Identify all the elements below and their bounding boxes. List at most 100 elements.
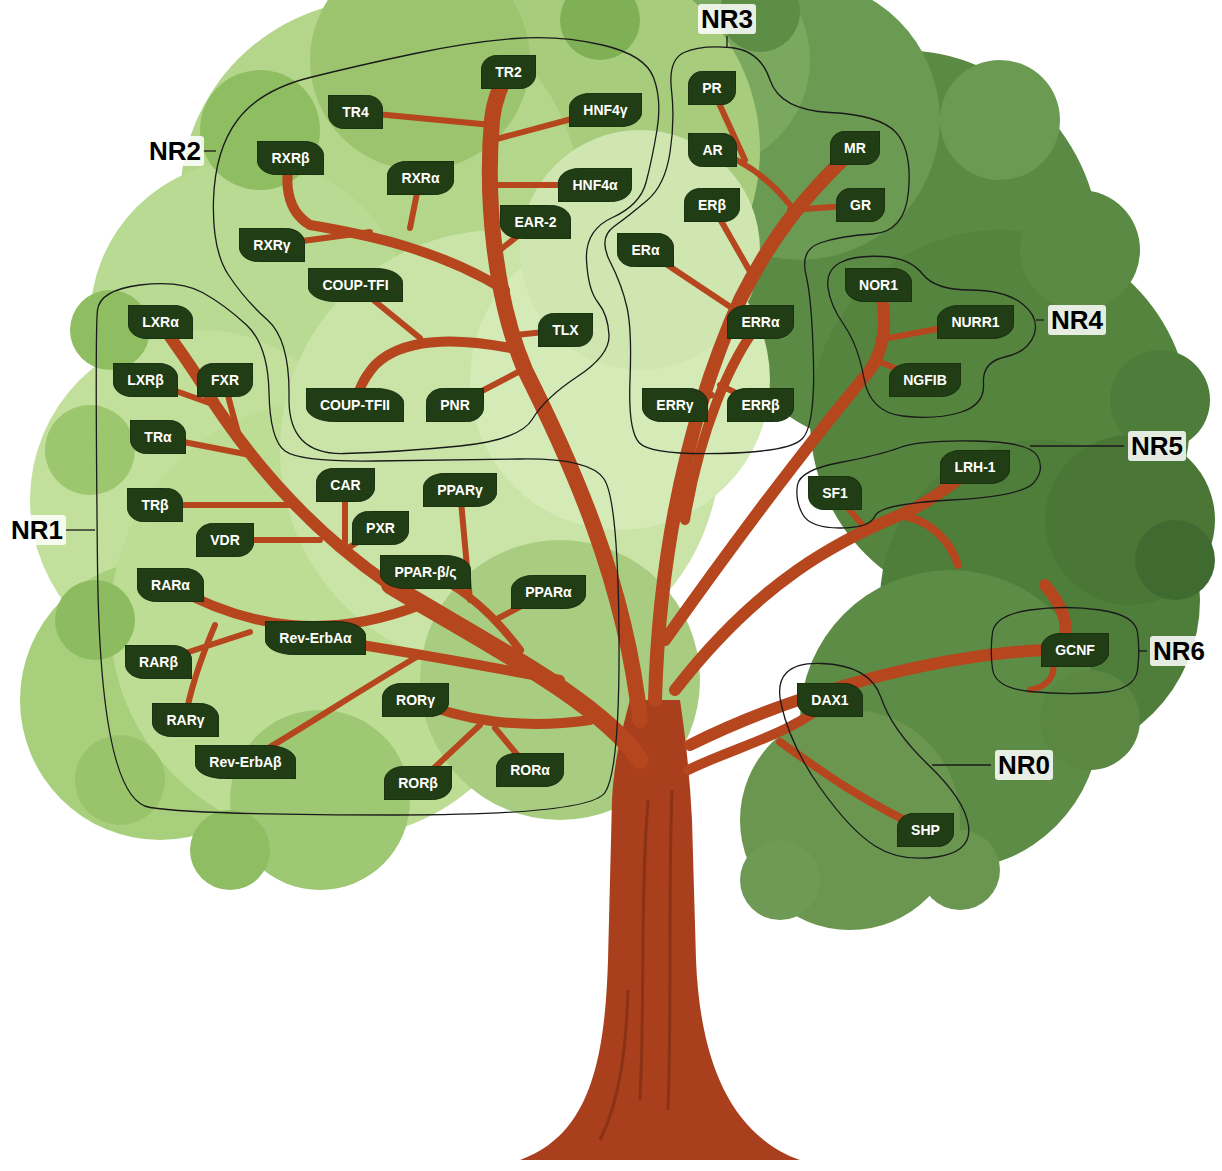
family-label: NR0	[995, 750, 1053, 780]
receptor-name: EAR-2	[514, 205, 556, 239]
receptor-leaf: RORα	[496, 753, 564, 787]
family-label: NR6	[1150, 636, 1208, 666]
receptor-name: VDR	[210, 523, 240, 557]
receptor-leaf: PPARα	[511, 575, 586, 609]
leader-line	[66, 529, 95, 530]
receptor-name: ERRβ	[741, 388, 779, 422]
leaf-blade	[125, 645, 192, 679]
leaf-blade	[511, 575, 586, 609]
receptor-leaf: SF1	[808, 476, 862, 510]
receptor-leaf: RORγ	[382, 683, 449, 717]
leaf-blade	[688, 133, 737, 167]
leaf-blade	[836, 188, 885, 222]
leader-line	[1036, 319, 1044, 320]
receptor-name: RXRγ	[253, 228, 290, 262]
receptor-leaf: NGFIB	[889, 363, 961, 397]
family-label: NR3	[698, 4, 756, 34]
receptor-name: NGFIB	[903, 363, 947, 397]
receptor-leaf: CAR	[316, 468, 375, 502]
family-label: NR2	[146, 136, 204, 166]
receptor-leaf: GCNF	[1041, 633, 1109, 667]
leaf-blade	[382, 683, 449, 717]
family-region: NR1LXRαLXRβFXRTRαCARPPARγTRβVDRPXRPPAR-β…	[95, 280, 620, 815]
receptor-name: PPARα	[525, 575, 571, 609]
tree-branch	[690, 585, 1066, 745]
leaf-blade	[423, 473, 497, 507]
receptor-name: SF1	[822, 476, 848, 510]
tree-branch	[355, 110, 605, 405]
leader-line	[726, 36, 727, 47]
receptor-name: AR	[702, 133, 722, 167]
family-region: NR2TR2TR4HNF4γRXRβRXRαHNF4αEAR-2RXRγCOUP…	[212, 35, 662, 455]
receptor-leaf: SHP	[897, 813, 954, 847]
receptor-name: Rev-ErbAα	[279, 621, 351, 655]
receptor-leaf: ERβ	[684, 188, 740, 222]
leaf-blade	[306, 388, 404, 422]
leaf-blade	[617, 233, 674, 267]
leaf-blade	[500, 205, 571, 239]
tree-trunk	[600, 790, 672, 1140]
receptor-leaf: NURR1	[937, 305, 1014, 339]
receptor-name: LRH-1	[954, 450, 995, 484]
leaf-blade	[113, 363, 178, 397]
leaf-blade	[127, 488, 183, 522]
receptor-name: LXRβ	[127, 363, 164, 397]
receptor-name: RORγ	[396, 683, 435, 717]
receptor-leaf: LXRβ	[113, 363, 178, 397]
receptor-name: RXRα	[401, 161, 439, 195]
receptor-name: LXRα	[142, 305, 179, 339]
receptor-leaf: ERα	[617, 233, 674, 267]
leaf-blade	[797, 683, 863, 717]
leaf-blade	[642, 388, 708, 422]
family-region: NR6GCNF	[990, 605, 1140, 695]
leaf-blade	[481, 55, 536, 89]
leader-line	[932, 764, 991, 765]
leaf-blade	[328, 95, 383, 129]
receptor-name: RARα	[151, 568, 190, 602]
receptor-name: RARβ	[139, 645, 178, 679]
family-region: NR5LRH-1SF1	[795, 440, 1045, 528]
leaf-blade	[897, 813, 954, 847]
receptor-name: PPAR-β/ς	[394, 555, 456, 589]
receptor-name: COUP-TFI	[322, 268, 388, 302]
receptor-name: TRβ	[141, 488, 168, 522]
receptor-name: DAX1	[811, 683, 848, 717]
canopy-foliage	[1135, 520, 1215, 600]
leaf-blade	[265, 621, 366, 655]
canopy-foliage	[1040, 670, 1140, 770]
receptor-name: FXR	[211, 363, 239, 397]
receptor-name: COUP-TFII	[320, 388, 390, 422]
receptor-leaf: MR	[830, 131, 880, 165]
tree-branch	[170, 585, 420, 626]
leaf-blade	[496, 753, 564, 787]
region-border	[605, 47, 909, 454]
leaf-blade	[889, 363, 961, 397]
canopy-foliage	[740, 710, 960, 930]
leaf-blade	[316, 468, 375, 502]
region-border	[96, 284, 619, 815]
receptor-name: RORα	[510, 753, 550, 787]
leader-line	[1030, 445, 1124, 446]
leaf-blade	[257, 141, 324, 175]
leaf-blade	[197, 363, 253, 397]
receptor-leaf: PPARγ	[423, 473, 497, 507]
receptor-leaf: TLX	[538, 313, 593, 347]
leaf-blade	[152, 703, 219, 737]
family-label: NR4	[1048, 305, 1106, 335]
region-border	[780, 663, 969, 858]
tree-branch	[645, 88, 860, 310]
leaf-blade	[727, 305, 794, 339]
receptor-leaf: RORβ	[384, 766, 452, 800]
receptor-name: PR	[702, 71, 721, 105]
receptor-leaf: PNR	[426, 388, 484, 422]
receptor-leaf: NOR1	[845, 268, 912, 302]
leaf-blade	[196, 523, 254, 557]
receptor-name: RXRβ	[271, 141, 309, 175]
receptor-leaf: PPAR-β/ς	[380, 555, 471, 589]
receptor-name: PPARγ	[437, 473, 483, 507]
canopy-foliage	[940, 60, 1060, 180]
leaf-blade	[195, 745, 296, 779]
canopy-foliage	[45, 405, 135, 495]
receptor-leaf: Rev-ErbAβ	[195, 745, 296, 779]
